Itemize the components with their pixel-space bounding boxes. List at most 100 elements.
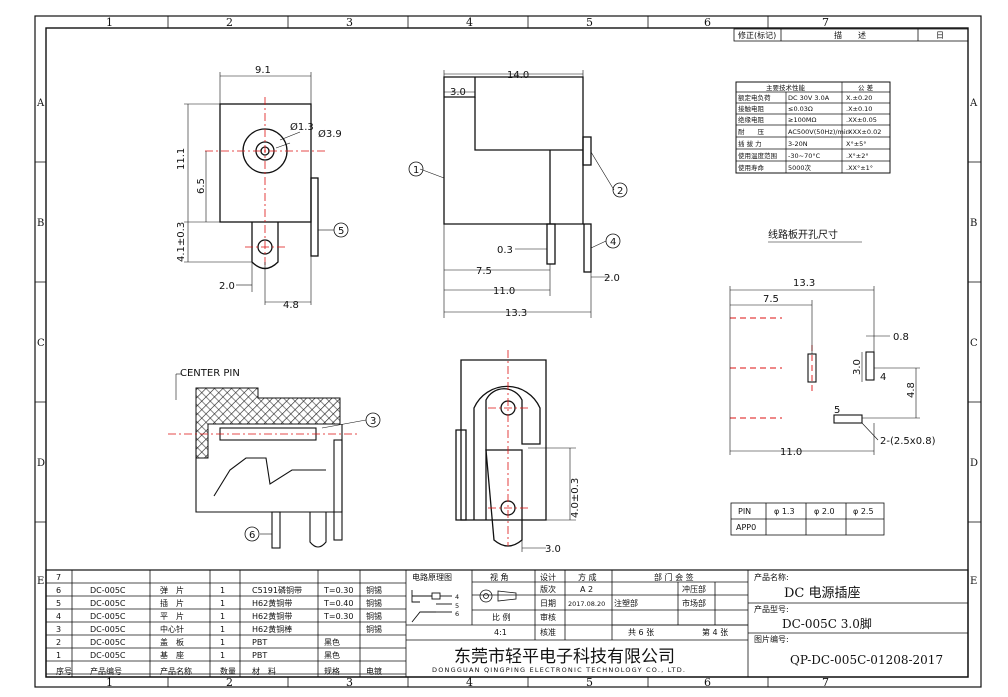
total-sheets: 共 6 张	[628, 628, 654, 637]
bom-cell: DC-005C	[90, 651, 126, 660]
square-label: 方 成	[578, 572, 597, 582]
pcb-title: 线路板开孔尺寸	[768, 228, 838, 241]
col-label: 7	[822, 676, 829, 689]
col-label: 5	[586, 676, 593, 689]
bom-cell: T=0.30	[323, 612, 353, 621]
dept-label: 部 门 会 签	[654, 572, 694, 582]
col-label: 3	[346, 16, 353, 29]
bom-cell: PBT	[252, 651, 267, 660]
bottom-dimension-lines	[521, 447, 576, 552]
tech-header: 公 差	[858, 83, 874, 92]
front-body-outline	[219, 103, 312, 223]
bottom-pin-slot	[485, 449, 523, 547]
tech-cell: ≤0.03Ω	[788, 105, 813, 113]
bom-cell: 中心针	[160, 624, 184, 634]
tech-cell: X°±5°	[846, 140, 867, 148]
front-view: 9.1 11.1 6.5 4.1±0.3 2.0 4.8 Ø1.3 Ø3.9 5	[176, 65, 349, 311]
dim-front-height: 11.1	[176, 148, 187, 170]
dim-front-center-height: 6.5	[196, 178, 207, 194]
pin-table-cell: φ 2.0	[814, 507, 835, 516]
dim-pcb-3-0: 3.0	[852, 359, 863, 375]
section-view: CENTER PIN 3 6	[168, 368, 381, 549]
tech-cell: 5000次	[788, 163, 812, 172]
pressing-dept-label: 冲压部	[682, 584, 706, 594]
callout-5: 5	[338, 226, 344, 237]
section-tab	[309, 512, 327, 548]
col-label: 4	[466, 676, 473, 689]
callout-4: 4	[610, 237, 616, 248]
dim-pcb-4-8: 4.8	[906, 382, 917, 398]
product-name: DC 电源插座	[784, 586, 861, 601]
bom-cell: 3	[56, 625, 61, 634]
bom-cell: 1	[220, 625, 225, 634]
bom-cell: 1	[220, 612, 225, 621]
callout-circle	[333, 222, 349, 238]
tech-cell: .X±0.10	[846, 105, 872, 113]
tech-cell: DC 30V 3.0A	[788, 94, 830, 102]
tech-cell: .XXX±0.02	[846, 128, 881, 136]
bom-cell: 1	[220, 599, 225, 608]
bom-header: 电镀	[366, 666, 382, 676]
section-spring	[213, 457, 326, 497]
bom-header: 材 料	[252, 666, 276, 676]
bom-header: 产品编号	[90, 666, 122, 676]
sheet-number: 第 4 张	[702, 627, 728, 637]
dim-front-socket-dia: Ø3.9	[318, 128, 342, 140]
callout-circle	[244, 526, 260, 542]
pcb-dimension-lines	[729, 286, 920, 455]
revision-header: 修正(标记)	[738, 30, 776, 40]
dim-pcb-11-0: 11.0	[780, 447, 802, 458]
tech-cell: 接触电阻	[738, 104, 765, 113]
col-label: 1	[106, 16, 113, 29]
bom-cell: H62黄铜棒	[252, 624, 292, 634]
front-dimension-lines	[184, 72, 334, 305]
bom-header: 规格	[324, 666, 340, 676]
dim-front-pin-height: 4.1±0.3	[176, 222, 187, 262]
dim-side-11-0: 11.0	[493, 286, 515, 297]
callout-circle	[612, 182, 628, 198]
bom-cell: 插 片	[160, 598, 184, 608]
callout-2: 2	[617, 186, 623, 197]
dim-side-step: 3.0	[450, 87, 466, 98]
bom-cell: 铜锡	[366, 585, 382, 595]
dim-bottom-offset: 3.0	[545, 544, 561, 555]
bom-cell: DC-005C	[90, 625, 126, 634]
row-label: D	[37, 458, 45, 469]
revision-header: 描 述	[834, 30, 866, 40]
bom-cell: 2	[56, 638, 61, 647]
projection-symbol	[479, 589, 517, 603]
pcb-hole-4	[865, 351, 875, 381]
tech-cell: 3-20N	[788, 140, 808, 148]
approve-label: 核准	[540, 627, 556, 637]
col-label: 2	[226, 676, 233, 689]
section-rear-plate	[333, 439, 343, 541]
bom-cell: DC-005C	[90, 599, 126, 608]
bom-cell: 铜锡	[366, 611, 382, 621]
dim-front-width: 9.1	[255, 65, 271, 76]
review-label: 审核	[540, 612, 556, 622]
pcb-pin-4: 4	[880, 372, 886, 383]
col-label: 4	[466, 16, 473, 29]
bom-cell: 7	[56, 573, 61, 582]
pin-table	[730, 502, 885, 536]
injection-dept-label: 注塑部	[614, 598, 638, 608]
center-pin-label: CENTER PIN	[180, 368, 240, 379]
bom-cell: 1	[220, 638, 225, 647]
front-centerlines	[205, 97, 325, 265]
pin-table-cell: PIN	[738, 507, 751, 516]
pin-table-cell: φ 2.5	[853, 507, 874, 516]
bom-cell: 基 座	[160, 650, 184, 660]
dim-side-2-0: 2.0	[604, 273, 620, 284]
col-label: 3	[346, 676, 353, 689]
frame-row-labels: A B C D E A B C D E	[36, 98, 978, 587]
bom-header: 序号	[56, 666, 72, 676]
bom-cell: 盖 板	[160, 637, 184, 647]
bom-cell: H62黄铜带	[252, 611, 292, 621]
side-step-outline	[474, 97, 583, 224]
circuit-pin-6: 6	[455, 610, 459, 618]
dim-pcb-slots: 2-(2.5x0.8)	[880, 436, 936, 447]
callout-1: 1	[413, 165, 419, 176]
date-value: 2017.08.20	[568, 600, 605, 608]
bom-cell: T=0.30	[323, 586, 353, 595]
section-bottom-pin	[271, 511, 281, 549]
